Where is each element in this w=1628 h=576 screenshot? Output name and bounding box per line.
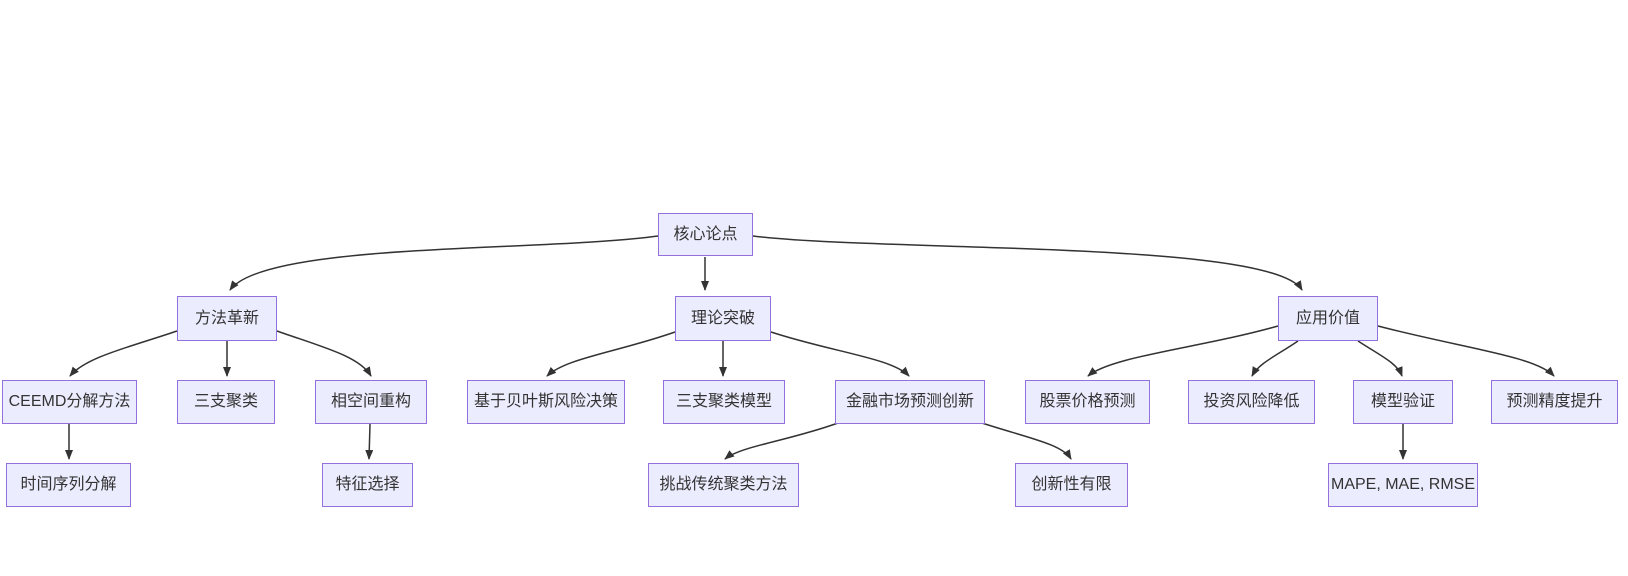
node-ceemd-decomposition: CEEMD分解方法 — [2, 380, 137, 424]
node-investment-risk-reduction: 投资风险降低 — [1188, 380, 1315, 424]
edge-finance-to-challenge — [724, 422, 839, 460]
edge-phasespace-to-feature — [365, 423, 374, 460]
node-core-thesis: 核心论点 — [658, 213, 753, 256]
edge-application-to-precision — [1377, 325, 1555, 377]
node-three-way-clustering: 三支聚类 — [177, 380, 275, 424]
edge-finance-to-limited — [981, 422, 1072, 460]
edge-application-to-risk — [1251, 340, 1299, 377]
node-feature-selection: 特征选择 — [322, 463, 413, 507]
node-phase-space-reconstruction: 相空间重构 — [315, 380, 427, 424]
edge-application-to-stock — [1087, 325, 1279, 377]
node-model-validation: 模型验证 — [1353, 380, 1453, 424]
edge-theory-to-finance — [770, 331, 910, 377]
node-forecast-accuracy-improvement: 预测精度提升 — [1491, 380, 1618, 424]
node-financial-market-forecast-innovation: 金融市场预测创新 — [835, 380, 985, 424]
node-theoretical-breakthrough: 理论突破 — [675, 296, 771, 341]
node-error-metrics: MAPE, MAE, RMSE — [1328, 463, 1478, 507]
node-three-way-clustering-model: 三支聚类模型 — [663, 380, 785, 424]
edge-core-to-application — [752, 235, 1303, 291]
node-application-value: 应用价值 — [1278, 296, 1378, 341]
node-challenge-traditional-clustering: 挑战传统聚类方法 — [648, 463, 799, 507]
edge-method-to-ceemd — [69, 330, 178, 377]
node-method-innovation: 方法革新 — [177, 296, 277, 341]
edge-method-to-phasespace — [276, 330, 372, 377]
edge-theory-to-bayes — [546, 331, 676, 377]
edge-application-to-validation — [1357, 340, 1403, 377]
node-stock-price-prediction: 股票价格预测 — [1025, 380, 1150, 424]
node-limited-novelty: 创新性有限 — [1015, 463, 1128, 507]
edge-core-to-method — [229, 235, 659, 291]
node-bayesian-risk-decision: 基于贝叶斯风险决策 — [467, 380, 625, 424]
node-time-series-decomposition: 时间序列分解 — [6, 463, 131, 507]
